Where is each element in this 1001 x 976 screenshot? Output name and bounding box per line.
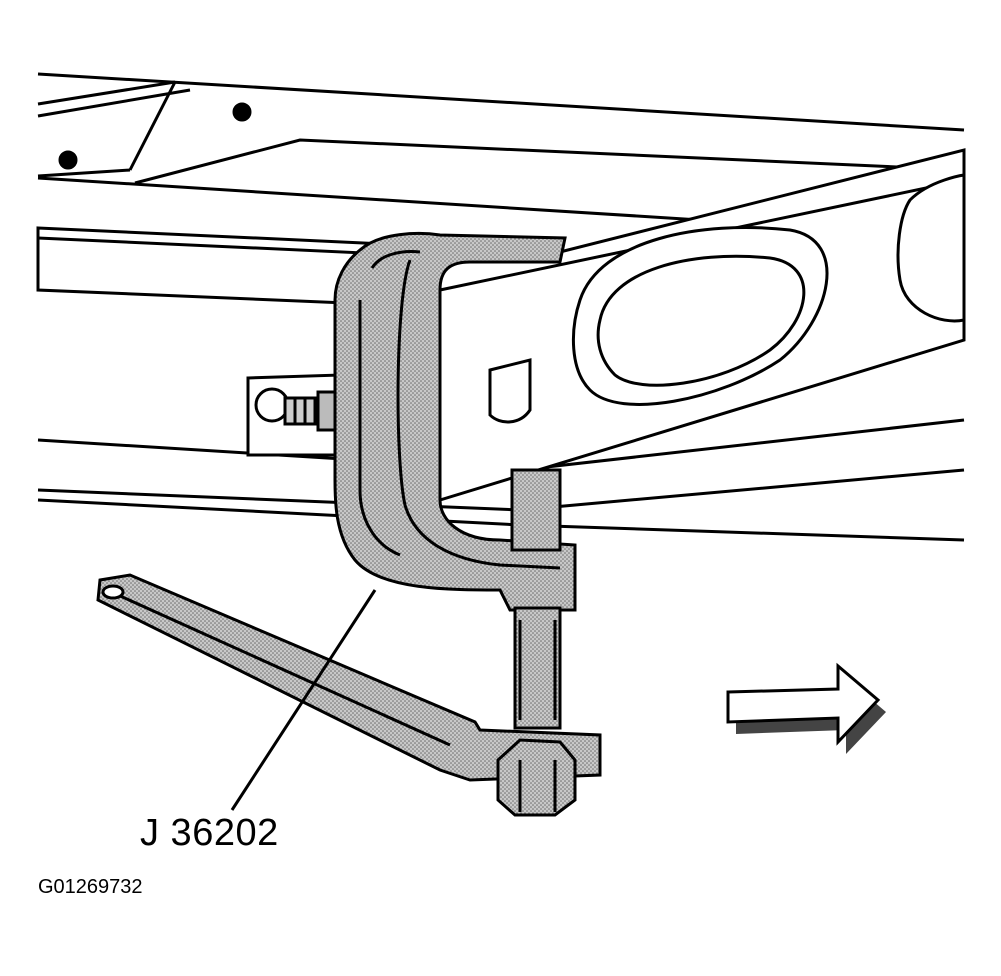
- figure-id: G01269732: [38, 876, 143, 898]
- tool-label: J 36202: [140, 812, 279, 854]
- leader-line: [232, 590, 375, 810]
- crossmember: [440, 175, 964, 500]
- right-arrow-icon: [728, 666, 886, 754]
- wrench: [98, 575, 600, 815]
- mount-bracket: [248, 375, 346, 455]
- c-clamp-tool: [335, 234, 575, 728]
- upper-frame-panel: [38, 74, 964, 220]
